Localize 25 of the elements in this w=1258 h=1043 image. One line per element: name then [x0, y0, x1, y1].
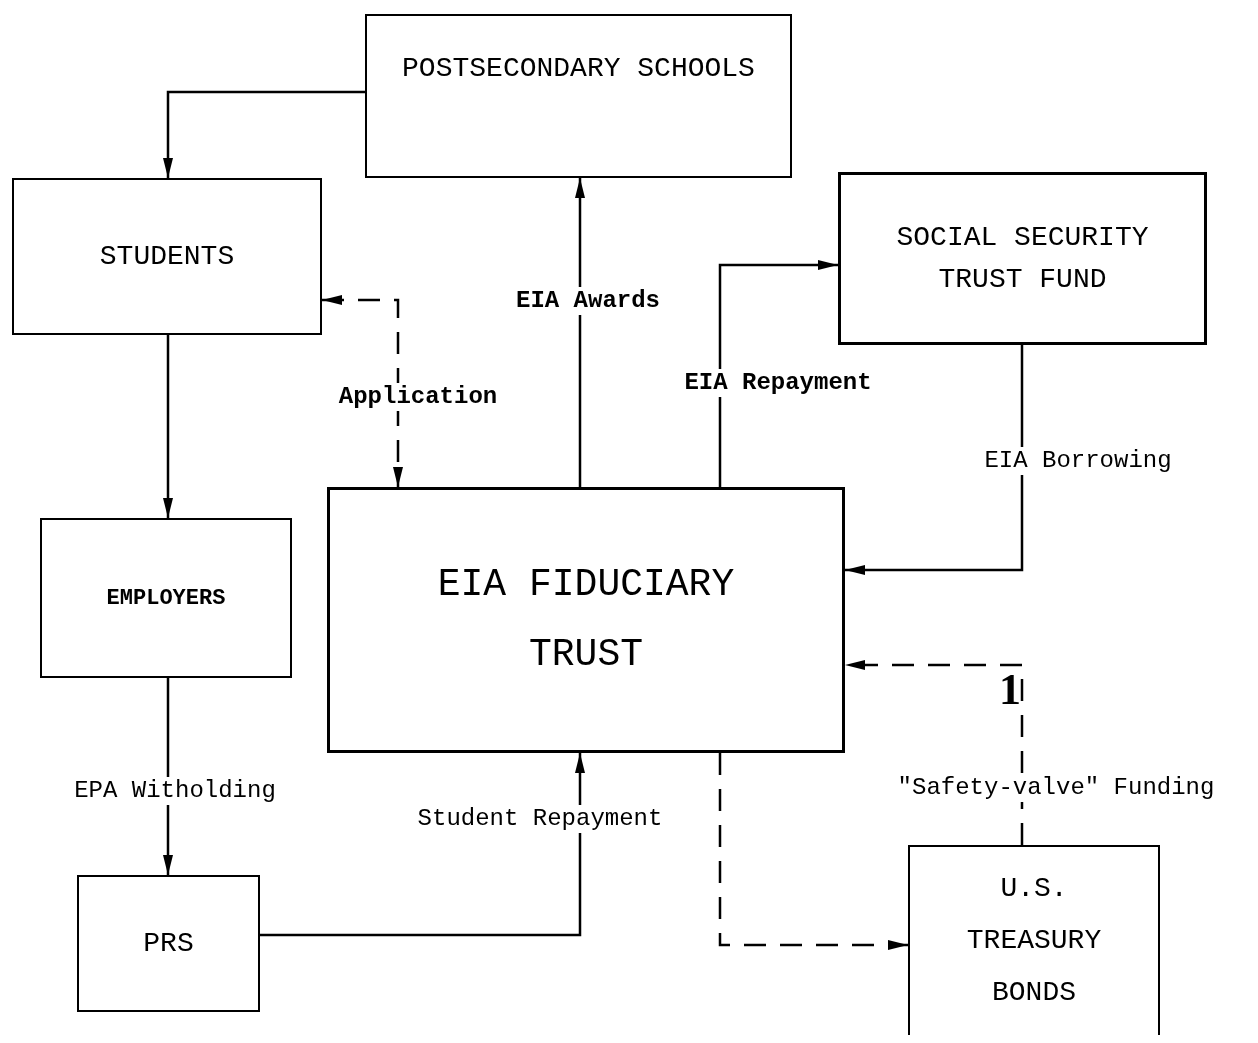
arrow	[575, 178, 585, 487]
node-text: PRS	[143, 926, 194, 961]
process-box	[40, 518, 292, 678]
arrow	[845, 345, 1024, 575]
arrow	[163, 678, 173, 875]
arrow	[718, 260, 838, 487]
node-text: EMPLOYERS	[106, 584, 226, 613]
node-text: SOCIAL SECURITY TRUST FUND	[895, 220, 1150, 297]
callout-number: 1	[999, 668, 1021, 712]
node-text: EIA FIDUCIARY TRUST	[436, 562, 736, 678]
process-box	[838, 172, 1207, 345]
arrow	[845, 660, 1024, 845]
arrow	[322, 295, 403, 487]
arrow	[718, 753, 908, 950]
arrow	[163, 90, 365, 178]
arrow	[163, 335, 173, 518]
node-text: POSTSECONDARY SCHOOLS	[402, 52, 755, 86]
process-box	[12, 178, 322, 335]
process-box	[365, 14, 792, 178]
node-text: U.S. TREASURY BONDS	[966, 872, 1102, 1010]
process-box	[908, 845, 1160, 1035]
node-text: STUDENTS	[99, 239, 235, 274]
process-box	[77, 875, 260, 1012]
arrow	[260, 753, 585, 937]
process-box	[327, 487, 845, 753]
